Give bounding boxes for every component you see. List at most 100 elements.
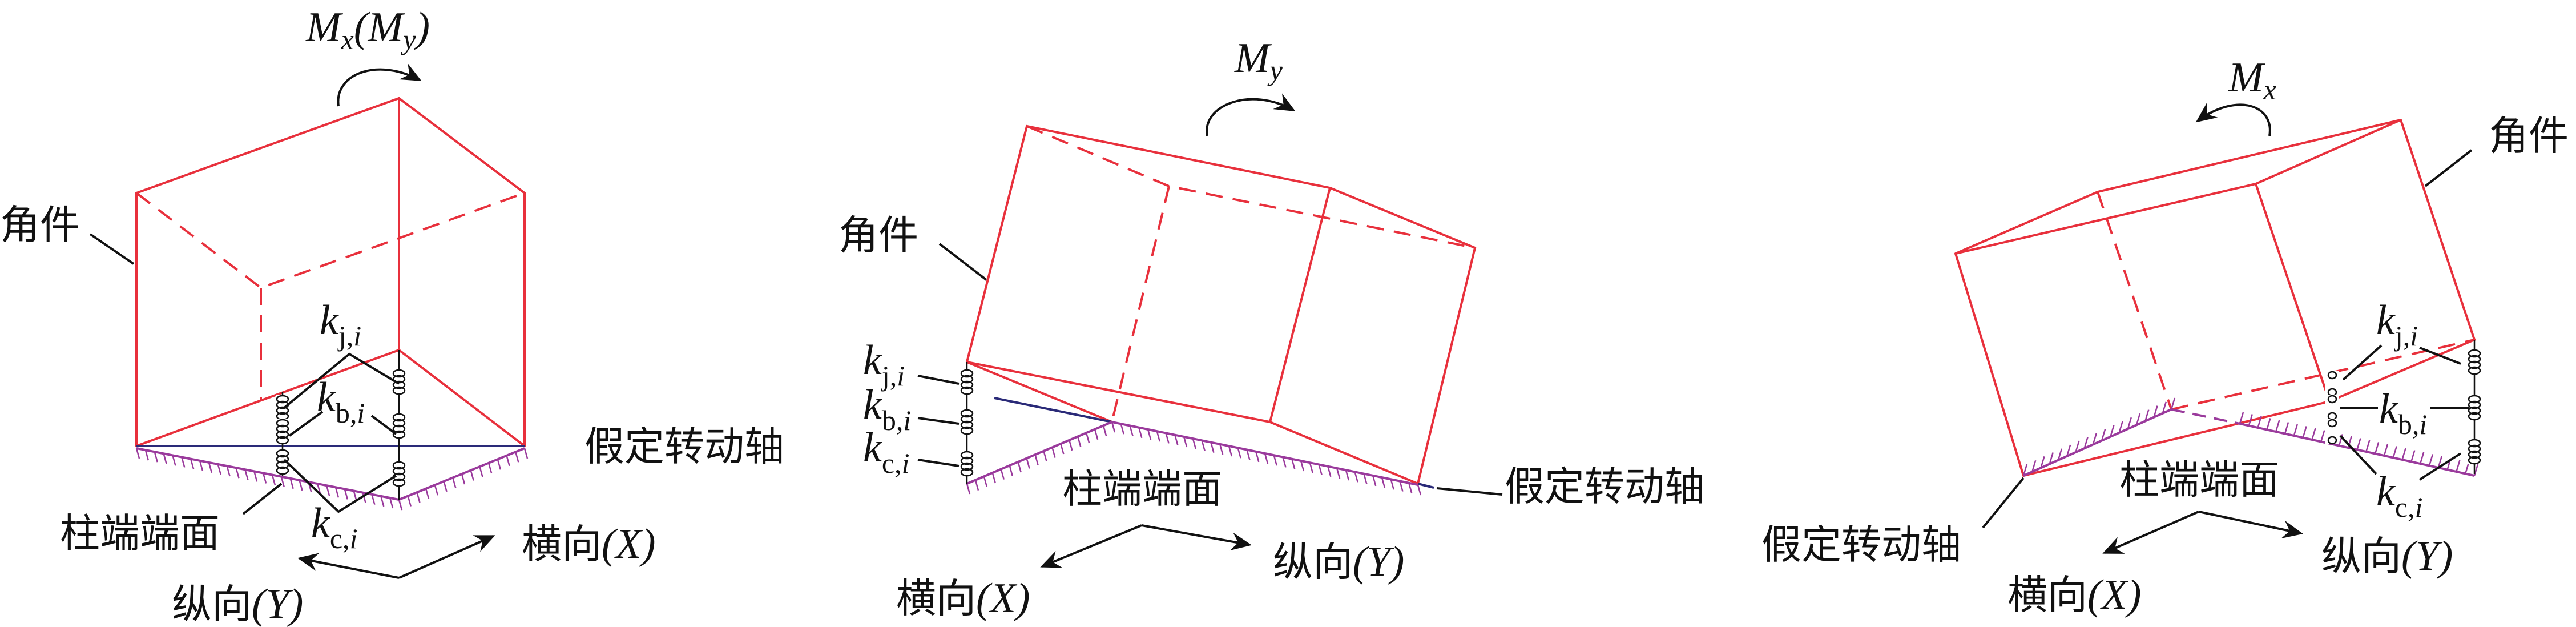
hatch-tick xyxy=(487,463,493,474)
hatch-tick xyxy=(2083,436,2089,449)
hatch-tick xyxy=(983,476,988,487)
hatch-tick xyxy=(1327,466,1332,477)
hatch-tick xyxy=(1138,427,1143,439)
spring-icon xyxy=(960,451,974,477)
leader-line xyxy=(370,415,397,435)
hatch-tick xyxy=(974,480,979,491)
panel-initial-state: Mx(My) 角件 假定转动轴 柱端端面 kj,i kb,i kc,i 横向(X… xyxy=(0,4,784,627)
hatch-tick xyxy=(235,467,240,479)
hatch-tick xyxy=(1363,473,1368,484)
hatch-tick xyxy=(262,473,267,484)
hatch-tick xyxy=(1264,453,1269,464)
hatch-tick xyxy=(2075,440,2080,453)
hatch-tick xyxy=(1043,451,1047,462)
leader-line xyxy=(2342,344,2383,381)
hatch-tick xyxy=(2257,416,2262,428)
corner-fitting-label: 角件 xyxy=(838,212,918,259)
hatch-tick xyxy=(2118,421,2123,433)
hatch-tick xyxy=(244,469,249,480)
column-end-face xyxy=(966,420,1422,496)
spring-icon xyxy=(2468,349,2481,375)
leader-line xyxy=(917,417,960,425)
k-b-label: kb,i xyxy=(317,374,365,429)
hatch-tick xyxy=(461,473,466,485)
hatch-tick xyxy=(1381,477,1386,488)
hatch-tick xyxy=(1147,429,1152,440)
k-b-label: kb,i xyxy=(863,381,911,436)
hatch-tick xyxy=(1291,459,1296,470)
hatch-tick xyxy=(289,478,294,489)
hatch-tick xyxy=(1085,432,1090,444)
moment-label: Mx xyxy=(2228,54,2276,106)
hatch-tick xyxy=(1111,421,1116,433)
leader-line xyxy=(917,459,960,467)
hatch-tick xyxy=(163,453,167,464)
hatch-tick xyxy=(2383,444,2389,456)
leader-line xyxy=(89,233,135,265)
leader-line xyxy=(1436,487,1503,496)
hatch-tick xyxy=(1246,449,1251,460)
hatch-tick xyxy=(523,448,529,459)
hatch-tick xyxy=(407,496,412,507)
hatch-tick xyxy=(1129,425,1134,436)
hatch-tick xyxy=(181,457,186,468)
hatch-tick xyxy=(2135,413,2141,425)
corner-fitting-label: 角件 xyxy=(2489,112,2569,159)
k-j-label: kj,i xyxy=(2376,297,2418,352)
hatch-tick xyxy=(199,460,204,472)
leader-line xyxy=(242,483,283,515)
hatch-tick xyxy=(253,471,258,482)
leader-line xyxy=(917,375,960,385)
hatch-tick xyxy=(1034,454,1039,465)
leader-line xyxy=(2339,435,2377,475)
k-c-label: kc,i xyxy=(311,500,357,554)
panel-rotation-my: My 角件 假定转动轴 柱端端面 kj,i kb,i kc,i 横向(X) 纵向… xyxy=(838,35,1704,622)
hatch-tick xyxy=(2144,409,2150,421)
hatch-tick xyxy=(144,449,150,461)
ground-hatching xyxy=(135,448,529,511)
k-j-label: kj,i xyxy=(320,297,361,352)
hatch-tick xyxy=(362,492,366,503)
hatch-tick xyxy=(1219,444,1224,455)
hatch-tick xyxy=(334,487,340,498)
hatch-tick xyxy=(2066,444,2071,457)
hatch-tick xyxy=(416,492,421,503)
hatch-tick xyxy=(2239,412,2244,424)
k-b-label: kb,i xyxy=(2379,385,2427,440)
transverse-x-label: 横向(X) xyxy=(522,521,656,568)
hatch-tick xyxy=(1192,438,1197,449)
hatch-tick xyxy=(2110,425,2115,437)
hatch-tick xyxy=(2356,438,2361,450)
hatch-tick xyxy=(1390,479,1394,490)
hatch-tick xyxy=(1255,451,1260,463)
hatch-tick xyxy=(2153,405,2158,418)
leader-line xyxy=(288,411,324,437)
hatch-tick xyxy=(2419,452,2425,464)
hatch-tick xyxy=(2040,456,2045,468)
column-end-face-label: 柱端端面 xyxy=(1062,465,1222,512)
hatch-tick xyxy=(325,485,330,496)
spring-icon xyxy=(2325,371,2339,397)
ground-hatching xyxy=(2022,397,2479,476)
hatch-tick xyxy=(2320,430,2325,442)
hatch-tick xyxy=(1372,475,1377,487)
hatch-tick xyxy=(966,483,971,495)
spring-icon xyxy=(2468,395,2481,421)
spring-icon xyxy=(392,461,406,487)
hatch-tick xyxy=(1094,429,1099,440)
rotation-axis-line xyxy=(1417,483,1434,489)
hatch-tick xyxy=(154,451,158,463)
leader-line xyxy=(1982,477,2025,529)
spring-icon xyxy=(2325,395,2339,421)
hatch-tick xyxy=(452,477,457,488)
longitudinal-y-label: 纵向(Y) xyxy=(172,581,303,627)
hatch-tick xyxy=(2022,464,2028,476)
hatch-tick xyxy=(2428,454,2434,466)
hatch-tick xyxy=(1060,443,1065,455)
hatch-tick xyxy=(2248,414,2254,426)
hatch-tick xyxy=(1408,483,1413,494)
hatch-tick xyxy=(2101,429,2106,441)
hatch-tick xyxy=(1417,484,1422,496)
hatch-tick xyxy=(135,448,140,459)
